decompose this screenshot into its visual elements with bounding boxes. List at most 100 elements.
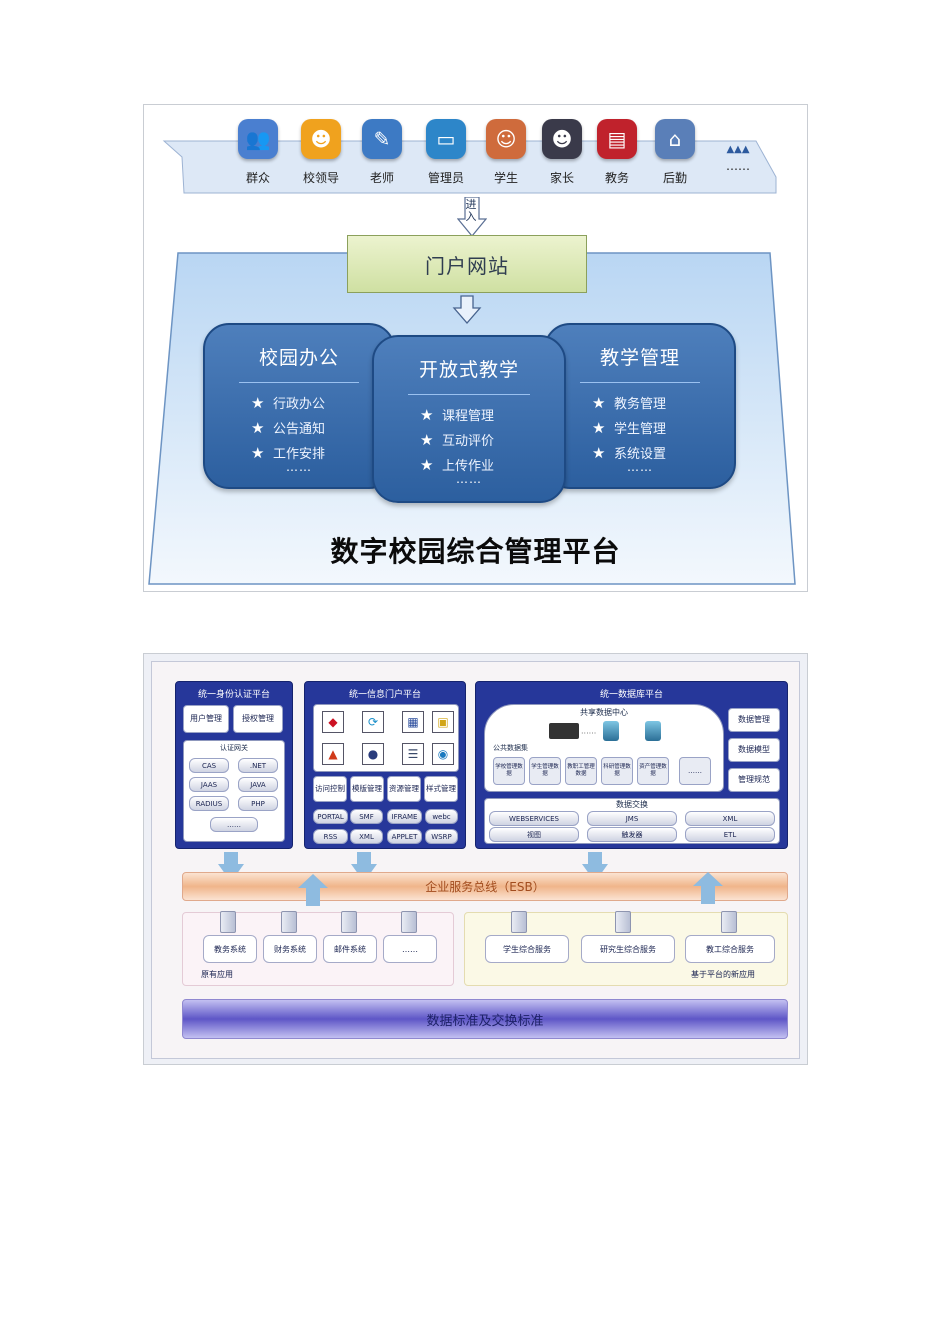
pillar-item: ★教务管理: [546, 391, 734, 416]
role-8: ▲▲▲……: [706, 143, 770, 174]
portal-architecture-figure: 👥群众☻校领导✎老师▭管理员☺学生☻家长▤教务⌂后勤▲▲▲…… 进入 门户网站 …: [143, 104, 808, 592]
layout-icon: ▦: [402, 711, 424, 733]
pillar-title: 校园办公: [258, 347, 339, 369]
down-arrow-icon: [582, 852, 608, 882]
server-icon: [341, 911, 357, 933]
pillar-item: ★公告通知: [205, 416, 393, 441]
gateway-item: CAS: [189, 758, 229, 773]
exchange-item: JMS: [587, 811, 677, 826]
pillar-campus-office: 校园办公 ★行政办公 ★公告通知 ★工作安排 ……: [203, 323, 395, 489]
role-label: 校领导: [302, 171, 339, 185]
architecture-canvas: 统一身份认证平台 用户管理 授权管理 认证网关 CAS .NET JAAS JA…: [151, 661, 800, 1059]
role-label: 老师: [369, 171, 394, 185]
portal-module-icon: ◆: [322, 711, 344, 733]
legacy-system: 财务系统: [263, 935, 317, 963]
role-label: 群众: [245, 171, 270, 185]
pillar-title: 教学管理: [599, 347, 680, 369]
exchange-title: 数据交换: [616, 800, 648, 809]
enter-label: 进入: [465, 198, 477, 223]
database-icon: [603, 721, 619, 741]
authorization-management-button: 授权管理: [233, 705, 283, 733]
role-1: ☻ 校领导: [289, 119, 353, 186]
info-portal-panel: 统一信息门户平台 ◆ ⟳ ▦ ▣ ▲ ● ☰ ◉ 访问控制 模版管理 资源管理 …: [304, 681, 466, 849]
data-exchange-box: 数据交换 WEBSERVICES JMS XML 视图 触发器 ETL: [484, 798, 780, 844]
gateway-item: RADIUS: [189, 796, 229, 811]
tech-item: IFRAME: [387, 809, 422, 824]
role-5: ☻家长: [530, 119, 594, 186]
panel-title: 统一数据库平台: [599, 690, 663, 700]
legacy-system: 邮件系统: [323, 935, 377, 963]
new-apps-label: 基于平台的新应用: [691, 970, 755, 979]
dataset-item: 学生管理数据: [529, 757, 561, 785]
dataset-item: 资产管理数据: [637, 757, 669, 785]
gateway-title: 认证网关: [220, 744, 248, 752]
star-icon: ★: [592, 419, 606, 437]
auth-gateway-box: 认证网关 CAS .NET JAAS JAVA RADIUS PHP ……: [183, 740, 285, 842]
gateway-item: PHP: [238, 796, 278, 811]
style-management-button: 样式管理: [424, 776, 458, 802]
academic-icon: ▤: [597, 119, 637, 159]
public-dataset-label: 公共数据集: [493, 744, 528, 752]
connector-dots: ······: [581, 729, 597, 738]
database-platform-panel: 统一数据库平台 共享数据中心 ······ 公共数据集 学校管理数据 学生管理数…: [475, 681, 788, 849]
star-icon: ★: [251, 419, 265, 437]
list-icon: ☰: [402, 743, 424, 765]
resource-management-button: 资源管理: [387, 776, 421, 802]
management-spec-button: 管理规范: [728, 768, 780, 792]
dataset-item: 科研管理数据: [601, 757, 633, 785]
platform-title: 数字校园综合管理平台: [330, 535, 621, 568]
gateway-item: JAVA: [238, 777, 278, 792]
dataset-item: ……: [679, 757, 711, 785]
role-7: ⌂后勤: [643, 119, 707, 186]
role-4: ☺学生: [474, 119, 538, 186]
exchange-item: WEBSERVICES: [489, 811, 579, 826]
role-label: 教务: [604, 171, 629, 185]
template-management-button: 模版管理: [350, 776, 384, 802]
new-apps-area: 学生综合服务 研究生综合服务 教工综合服务 基于平台的新应用: [464, 911, 788, 986]
pillar-item: ★系统设置: [546, 441, 734, 466]
panel-title: 统一信息门户平台: [348, 690, 421, 700]
server-icon: [281, 911, 297, 933]
star-icon: ★: [420, 456, 434, 474]
server-icon: [401, 911, 417, 933]
server-icon: [549, 723, 579, 739]
pillar-title: 开放式教学: [418, 359, 519, 381]
star-icon: ★: [592, 394, 606, 412]
tech-item: PORTAL: [313, 809, 348, 824]
panel-title: 统一身份认证平台: [197, 690, 270, 700]
tech-item: WSRP: [425, 829, 458, 844]
star-icon: ★: [420, 406, 434, 424]
exchange-item: 视图: [489, 827, 579, 842]
server-icon: [721, 911, 737, 933]
server-icon: [511, 911, 527, 933]
pillar-more: ……: [286, 460, 312, 474]
pillar-item: ★互动评价: [374, 428, 564, 453]
gateway-item: .NET: [238, 758, 278, 773]
group-icon: 👥: [238, 119, 278, 159]
down-arrow-icon: [218, 852, 244, 882]
logistics-icon: ⌂: [655, 119, 695, 159]
tech-item: XML: [350, 829, 383, 844]
gateway-item: JAAS: [189, 777, 229, 792]
shared-data-center: 共享数据中心 ······ 公共数据集 学校管理数据 学生管理数据 教职工管理数…: [484, 704, 724, 792]
shapes-icon: ▲: [322, 743, 344, 765]
legacy-system: 教务系统: [203, 935, 257, 963]
tech-item: APPLET: [387, 829, 422, 844]
data-model-button: 数据模型: [728, 738, 780, 762]
role-label: 管理员: [427, 171, 464, 185]
pillar-item: ★上传作业: [374, 453, 564, 478]
up-arrow-icon: [298, 874, 328, 906]
access-control-button: 访问控制: [313, 776, 347, 802]
leader-icon: ☻: [301, 119, 341, 159]
down-arrow-icon: [351, 852, 377, 882]
tech-item: RSS: [313, 829, 348, 844]
globe-icon: ◉: [432, 743, 454, 765]
data-management-button: 数据管理: [728, 708, 780, 732]
student-icon: ☺: [486, 119, 526, 159]
role-2: ✎老师: [350, 119, 414, 186]
pillar-more: ……: [627, 460, 653, 474]
user-icon: ●: [362, 743, 384, 765]
star-icon: ★: [251, 394, 265, 412]
role-0: 👥 群众: [226, 119, 290, 186]
tech-item: SMF: [350, 809, 383, 824]
